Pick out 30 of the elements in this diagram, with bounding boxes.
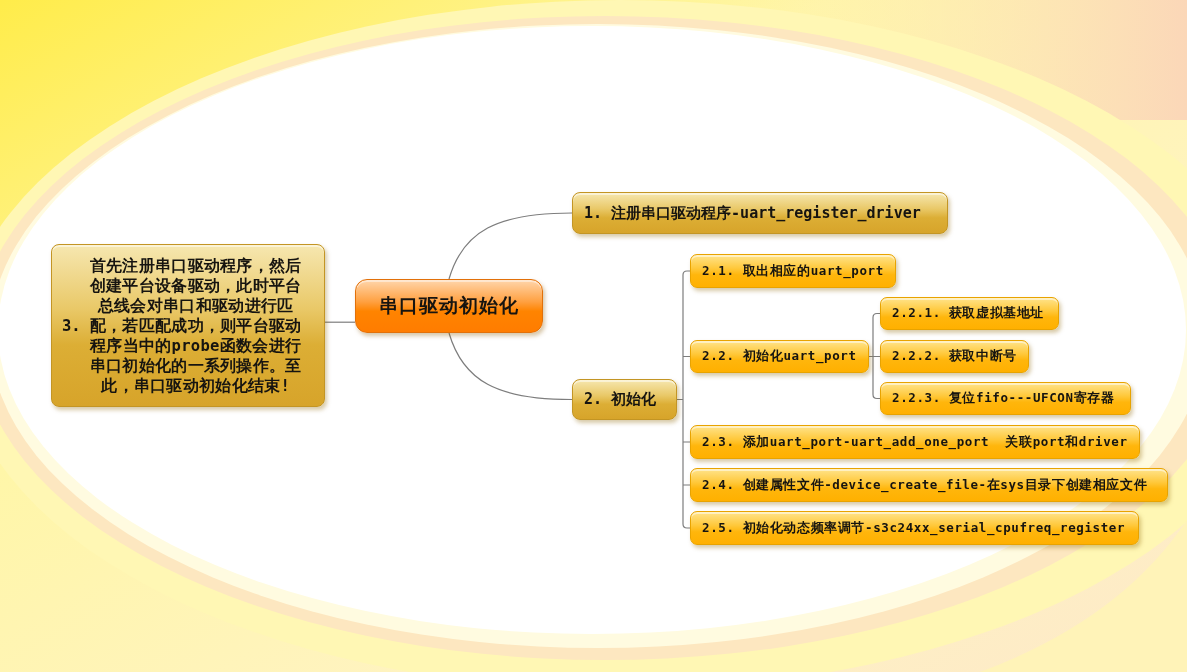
topic-box bbox=[690, 425, 1140, 459]
topic-box bbox=[690, 511, 1139, 545]
topic-text: 2.2.2. 获取中断号 bbox=[892, 348, 1017, 365]
connector-line bbox=[676, 270, 691, 529]
central-topic-box bbox=[355, 279, 543, 333]
topic-text: 2.2.1. 获取虚拟基地址 bbox=[892, 305, 1045, 322]
topic-text: 2.5. 初始化动态频率调节-s3c24xx_serial_cpufreq_register bbox=[702, 519, 1126, 537]
topic-text: 2.4. 创建属性文件-device_create_file-在sys目录下创建相应文件 bbox=[702, 476, 1148, 494]
central-topic-text: 串口驱动初始化 bbox=[379, 293, 519, 318]
connector-line bbox=[867, 312, 881, 400]
topic-text: 2.2.3. 复位fifo---UFCON寄存器 bbox=[892, 390, 1115, 407]
topic-box bbox=[690, 468, 1168, 502]
topic-box bbox=[690, 340, 869, 373]
topic-text: 2.3. 添加uart_port-uart_add_one_port 关联port和driver bbox=[702, 433, 1128, 451]
topic-text: 2. 初始化 bbox=[584, 390, 657, 409]
topic-text: 1. 注册串口驱动程序-uart_register_driver bbox=[584, 203, 921, 223]
topic-box bbox=[572, 192, 948, 234]
topic-text: 首先注册串口驱动程序，然后创建平台设备驱动，此时平台总线会对串口和驱动进行匹配，若匹配成功，则平台驱动程序当中的probe函数会进行串口初始化的一系列操作。至此，串口驱动初始化结束! bbox=[88, 255, 303, 396]
connector-line bbox=[324, 321, 356, 323]
topic-box bbox=[51, 244, 325, 407]
list-number: 3. bbox=[62, 316, 81, 335]
topic-box bbox=[880, 382, 1131, 415]
topic-text: 2.2. 初始化uart_port bbox=[702, 348, 857, 365]
topic-box bbox=[880, 297, 1059, 330]
topic-text: 2.1. 取出相应的uart_port bbox=[702, 262, 884, 280]
connector-line bbox=[448, 212, 573, 280]
topic-box bbox=[572, 379, 677, 420]
connector-line bbox=[448, 332, 573, 401]
topic-box bbox=[880, 340, 1029, 373]
topic-box bbox=[690, 254, 896, 288]
